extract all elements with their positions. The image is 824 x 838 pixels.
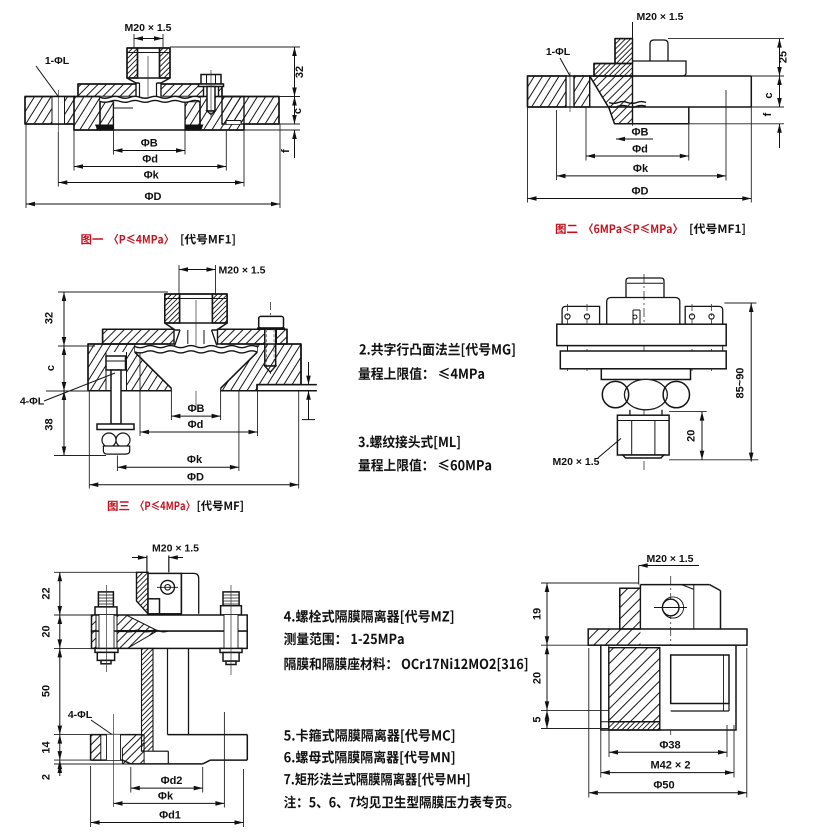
svg-text:c: c	[292, 108, 304, 114]
svg-text:20: 20	[686, 430, 698, 442]
svg-text:M20 × 1.5: M20 × 1.5	[647, 553, 694, 565]
svg-text:5: 5	[532, 716, 544, 722]
svg-text:85~90: 85~90	[735, 368, 747, 399]
svg-text:32: 32	[44, 312, 56, 324]
svg-text:2: 2	[41, 774, 53, 780]
svg-text:22: 22	[41, 587, 53, 599]
svg-text:c: c	[45, 365, 57, 371]
svg-text:4-ΦL: 4-ΦL	[68, 709, 93, 721]
svg-text:M20 × 1.5: M20 × 1.5	[219, 265, 266, 277]
svg-text:Φd: Φd	[632, 144, 648, 156]
svg-text:25: 25	[778, 51, 790, 63]
svg-text:Φ38: Φ38	[659, 740, 680, 752]
svg-text:50: 50	[41, 685, 53, 697]
svg-text:ΦD: ΦD	[187, 472, 204, 484]
svg-text:20: 20	[532, 672, 544, 684]
svg-text:Φ50: Φ50	[653, 780, 674, 792]
svg-text:Φk: Φk	[158, 791, 174, 803]
svg-text:Φd1: Φd1	[159, 810, 181, 822]
svg-text:M42 × 2: M42 × 2	[650, 760, 690, 772]
svg-text:20: 20	[41, 625, 53, 637]
svg-text:ΦB: ΦB	[188, 403, 205, 415]
svg-text:M20 × 1.5: M20 × 1.5	[125, 22, 172, 34]
svg-text:38: 38	[44, 418, 56, 430]
svg-text:19: 19	[532, 608, 544, 620]
svg-text:M20 × 1.5: M20 × 1.5	[152, 543, 199, 555]
svg-text:Φk: Φk	[187, 454, 203, 466]
svg-text:f: f	[280, 149, 292, 153]
svg-text:c: c	[763, 92, 775, 98]
svg-text:1-ΦL: 1-ΦL	[45, 55, 70, 67]
svg-text:ΦD: ΦD	[145, 191, 162, 203]
svg-text:1-ΦL: 1-ΦL	[546, 46, 571, 58]
svg-text:Φd2: Φd2	[161, 775, 183, 787]
svg-text:14: 14	[41, 741, 53, 754]
svg-text:Φd: Φd	[142, 154, 158, 166]
svg-text:Φk: Φk	[144, 170, 160, 182]
svg-text:4-ΦL: 4-ΦL	[20, 396, 45, 408]
svg-text:32: 32	[294, 66, 306, 78]
svg-text:ΦB: ΦB	[141, 138, 158, 150]
svg-text:Φk: Φk	[633, 163, 649, 175]
svg-text:ΦD: ΦD	[632, 186, 649, 198]
svg-text:M20 × 1.5: M20 × 1.5	[637, 11, 684, 23]
svg-text:M20 × 1.5: M20 × 1.5	[553, 456, 600, 468]
svg-text:ΦB: ΦB	[632, 127, 649, 139]
svg-text:Φd: Φd	[188, 419, 204, 431]
svg-text:f: f	[762, 112, 774, 116]
